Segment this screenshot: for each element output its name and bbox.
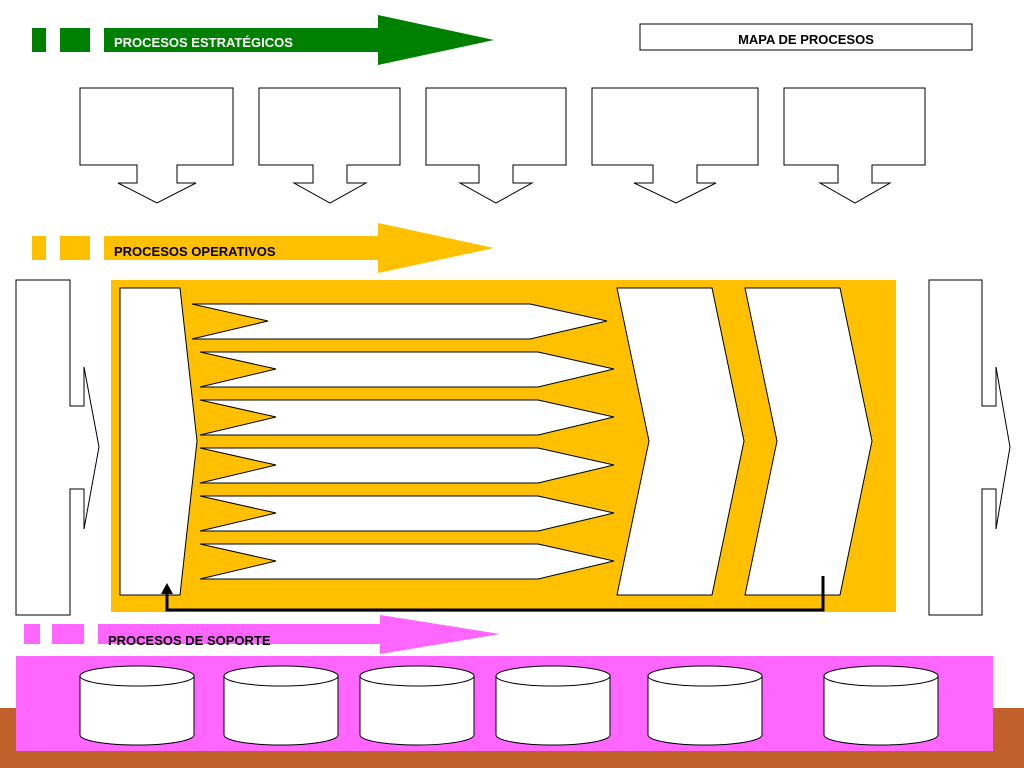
title-box-border: [639, 23, 973, 51]
feedback-arrow: [161, 576, 825, 612]
operative-arrow-3: [199, 399, 615, 436]
support-cylinder-6: [823, 665, 939, 746]
operative-arrow-2: [199, 351, 615, 388]
operative-arrows: [191, 303, 615, 580]
support-label: PROCESOS DE SOPORTE: [108, 633, 271, 648]
operative-dash-1: [32, 236, 46, 260]
strategic-dash-2: [60, 28, 90, 52]
support-cylinder-3: [359, 665, 475, 746]
operative-chevron-2: [744, 287, 873, 596]
title-box: MAPA DE PROCESOS: [639, 23, 973, 51]
strategic-box-1: [79, 87, 234, 204]
strategic-label: PROCESOS ESTRATÉGICOS: [114, 35, 293, 50]
support-cylinder-2: [223, 665, 339, 746]
operative-header: PROCESOS OPERATIVOS: [32, 223, 494, 273]
operative-arrow-6: [199, 543, 615, 580]
operative-start-box: [119, 287, 198, 596]
operative-arrow-5: [199, 495, 615, 532]
operative-dash-2: [60, 236, 90, 260]
operative-arrow-4: [199, 447, 615, 484]
support-cylinder-4: [495, 665, 611, 746]
support-cylinder-5: [647, 665, 763, 746]
page-title: MAPA DE PROCESOS: [738, 32, 874, 47]
strategic-arrow: [104, 15, 494, 65]
support-cylinder-1: [79, 665, 195, 746]
feedback-line: [165, 576, 825, 612]
operative-chevron-1: [616, 287, 745, 596]
input-arrow: [15, 279, 100, 616]
strategic-box-4: [591, 87, 759, 204]
support-cylinders: [79, 665, 939, 746]
operative-arrow: [104, 223, 494, 273]
feedback-arrowhead: [161, 583, 173, 594]
strategic-box-2: [258, 87, 401, 204]
support-header: PROCESOS DE SOPORTE: [24, 615, 500, 654]
strategic-box-3: [425, 87, 567, 204]
support-dash-1: [24, 624, 40, 644]
operative-arrow-1: [191, 303, 608, 340]
strategic-dash-1: [32, 28, 46, 52]
strategic-box-5: [783, 87, 926, 204]
operative-label: PROCESOS OPERATIVOS: [114, 244, 276, 259]
strategic-header: PROCESOS ESTRATÉGICOS: [32, 15, 494, 65]
support-arrow: [98, 615, 500, 654]
strategic-boxes: [79, 87, 926, 204]
output-arrow: [928, 279, 1011, 616]
support-dash-2: [52, 624, 84, 644]
